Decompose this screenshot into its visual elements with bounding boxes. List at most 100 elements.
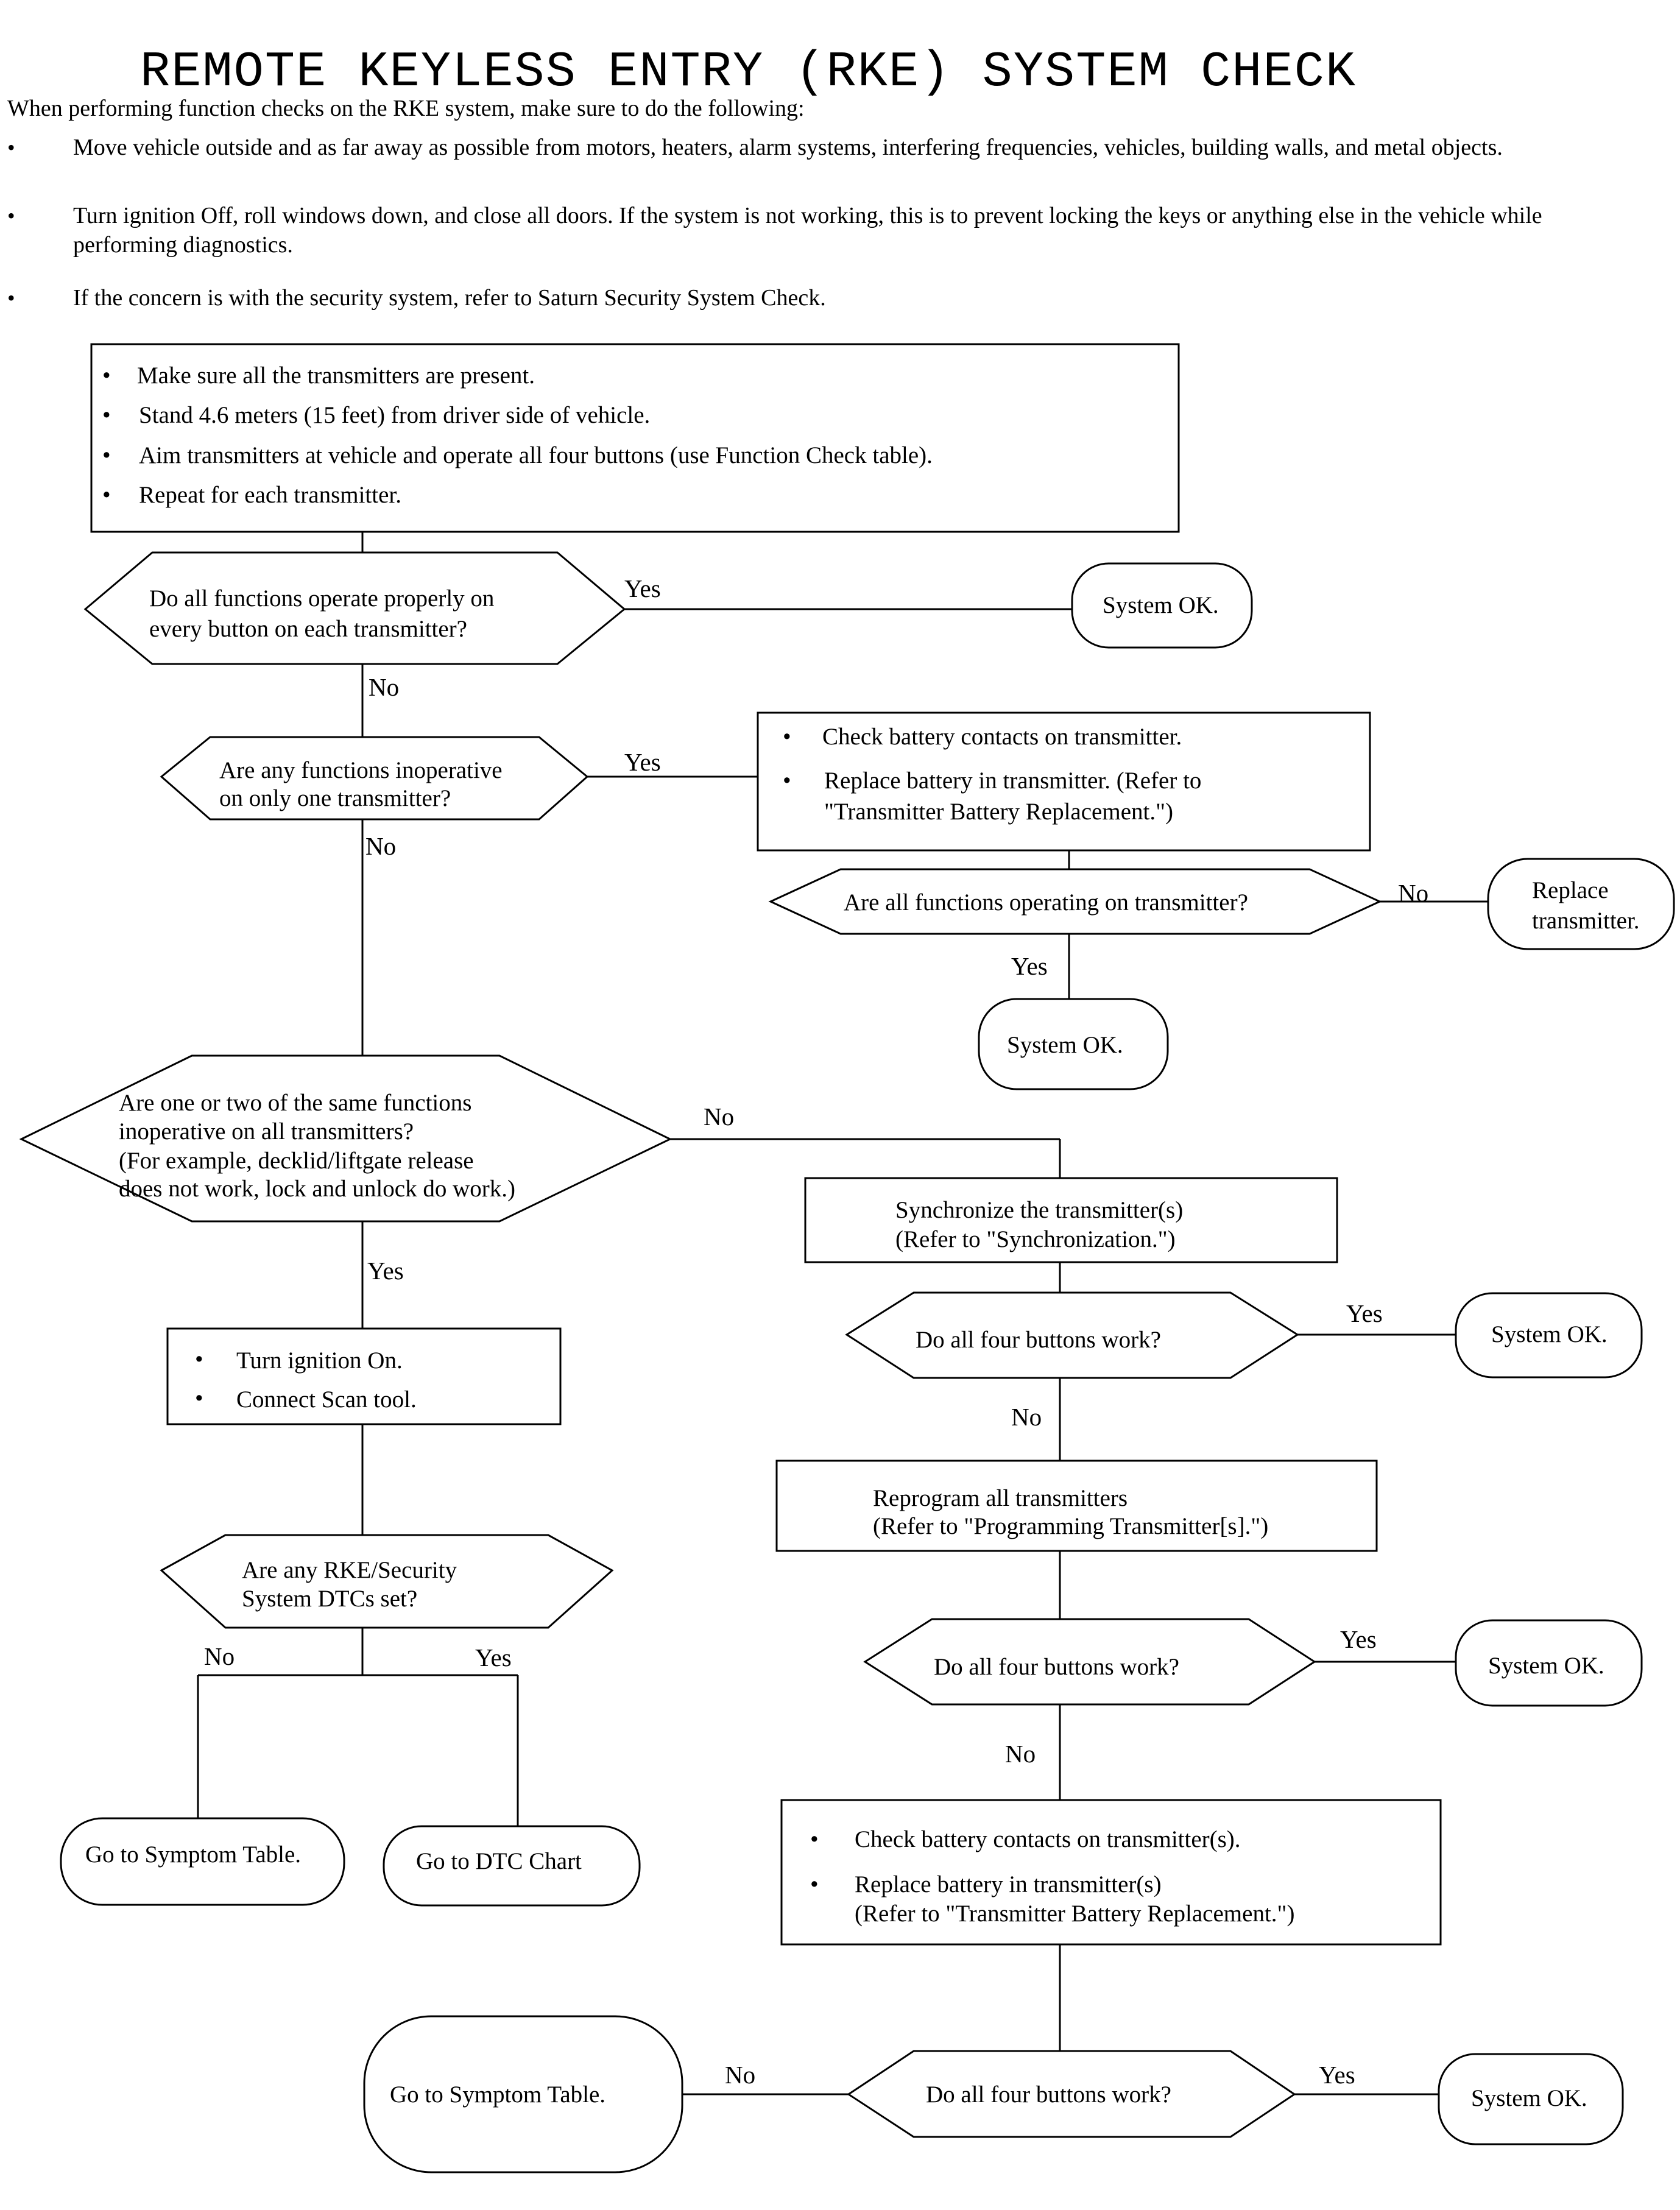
- intro-text: When performing function checks on the R…: [7, 96, 805, 121]
- decision-text: (For example, decklid/liftgate release: [119, 1148, 474, 1174]
- yes-label: Yes: [1340, 1625, 1377, 1653]
- system-ok-terminal: [1438, 2053, 1624, 2145]
- decision-text: Do all four buttons work?: [934, 1654, 1179, 1680]
- yes-label: Yes: [1011, 952, 1048, 980]
- system-ok-text: System OK.: [1488, 1653, 1604, 1679]
- yes-label: Yes: [624, 574, 661, 602]
- decision-four-buttons: [847, 2050, 1296, 2138]
- bullet-text: Turn ignition Off, roll windows down, an…: [73, 203, 1542, 258]
- reprogram-box: [775, 1460, 1378, 1552]
- no-label: No: [369, 673, 399, 701]
- decision-text: Do all four buttons work?: [926, 2081, 1171, 2108]
- labels: • Make sure all the transmitters are pre…: [85, 362, 1640, 2111]
- sync-text: Synchronize the transmitter(s): [895, 1197, 1183, 1223]
- decision-one-transmitter: [160, 736, 589, 821]
- decision-text: Are one or two of the same functions: [119, 1090, 471, 1116]
- bullet-dot: •: [195, 1385, 203, 1411]
- yes-label: Yes: [475, 1643, 512, 1672]
- no-label: No: [1005, 1740, 1036, 1768]
- ignition-box: [166, 1327, 562, 1425]
- no-label: No: [725, 2061, 755, 2089]
- bullet-text: Move vehicle outside and as far away as …: [73, 135, 1503, 160]
- replace-text: transmitter.: [1532, 908, 1640, 934]
- reprogram-text: (Refer to "Programming Transmitter[s]."): [873, 1513, 1268, 1539]
- yes-label: Yes: [1346, 1299, 1383, 1327]
- bullet-dot: •: [783, 768, 791, 794]
- decision-same-functions: [19, 1054, 672, 1223]
- system-ok-text: System OK.: [1103, 592, 1219, 618]
- system-ok-terminal: [1071, 562, 1253, 649]
- decision-four-buttons: [845, 1291, 1299, 1379]
- ignition-step: Connect Scan tool.: [236, 1386, 417, 1413]
- system-ok-terminal: [1455, 1619, 1643, 1707]
- yes-label: Yes: [624, 748, 661, 776]
- battery-step: "Transmitter Battery Replacement."): [824, 799, 1173, 825]
- no-label: No: [204, 1642, 235, 1670]
- bullet-dot: •: [7, 203, 15, 228]
- decision-text: on only one transmitter?: [219, 785, 451, 811]
- symptom-text: Go to Symptom Table.: [85, 1841, 301, 1868]
- symptom-table-terminal: [363, 2015, 683, 2173]
- ignition-step: Turn ignition On.: [236, 1347, 403, 1374]
- decision-all-functions: [83, 551, 626, 665]
- bullet-dot: •: [7, 286, 15, 310]
- dtc-chart-terminal: [383, 1825, 641, 1907]
- decision-text: System DTCs set?: [242, 1586, 417, 1612]
- decision-text: Do all four buttons work?: [916, 1327, 1161, 1353]
- decision-four-buttons: [863, 1618, 1316, 1706]
- system-ok-text: System OK.: [1491, 1321, 1608, 1347]
- decision-text: Are any functions inoperative: [219, 757, 503, 783]
- battery-step: Check battery contacts on transmitter(s)…: [855, 1826, 1241, 1852]
- bullet-dot: •: [102, 442, 111, 468]
- shapes: [19, 343, 1675, 2173]
- yes-label: Yes: [1319, 2061, 1355, 2089]
- bullet-dot: •: [102, 402, 111, 428]
- battery-step: Replace battery in transmitter. (Refer t…: [824, 768, 1201, 794]
- decision-text: inoperative on all transmitters?: [119, 1118, 414, 1145]
- bullet-dot: •: [195, 1346, 203, 1372]
- page-title: REMOTE KEYLESS ENTRY (RKE) SYSTEM CHECK: [140, 44, 1357, 101]
- no-label: No: [365, 832, 396, 860]
- start-step: Aim transmitters at vehicle and operate …: [139, 442, 933, 468]
- system-ok-terminal: [1455, 1292, 1643, 1379]
- system-ok-text: System OK.: [1007, 1032, 1123, 1058]
- replace-text: Replace: [1532, 877, 1609, 903]
- battery-step: (Refer to "Transmitter Battery Replaceme…: [855, 1901, 1294, 1927]
- decision-text: Are all functions operating on transmitt…: [844, 889, 1248, 916]
- bullet-dot: •: [783, 724, 791, 750]
- sync-text: (Refer to "Synchronization."): [895, 1226, 1176, 1252]
- decision-text: does not work, lock and unlock do work.): [119, 1176, 515, 1202]
- yes-label: Yes: [367, 1257, 404, 1285]
- no-label: No: [704, 1103, 734, 1131]
- replace-transmitter-terminal: [1487, 858, 1675, 950]
- connectors: [197, 532, 1488, 2095]
- bullet-dot: •: [7, 135, 15, 160]
- start-step: Make sure all the transmitters are prese…: [137, 362, 535, 389]
- decision-dtcs: [160, 1534, 614, 1629]
- decision-functions-operating: [768, 868, 1382, 935]
- system-ok-text: System OK.: [1471, 2085, 1587, 2111]
- start-step: Stand 4.6 meters (15 feet) from driver s…: [139, 402, 650, 428]
- reprogram-text: Reprogram all transmitters: [873, 1485, 1128, 1511]
- battery-box: [757, 711, 1371, 852]
- bullet-dot: •: [810, 1871, 819, 1898]
- start-box: [90, 343, 1180, 533]
- symptom-table-terminal: [60, 1817, 345, 1906]
- sync-box: [804, 1177, 1338, 1263]
- decision-text: every button on each transmitter?: [149, 616, 467, 642]
- bullet-dot: •: [102, 362, 111, 389]
- symptom-text: Go to Symptom Table.: [390, 2081, 605, 2108]
- battery-step: Check battery contacts on transmitter.: [822, 724, 1182, 750]
- start-step: Repeat for each transmitter.: [139, 482, 401, 508]
- no-label: No: [1398, 879, 1428, 907]
- decision-text: Do all functions operate properly on: [149, 585, 494, 612]
- dtc-chart-text: Go to DTC Chart: [416, 1848, 582, 1874]
- battery-step: Replace battery in transmitter(s): [855, 1871, 1162, 1898]
- no-label: No: [1011, 1403, 1042, 1431]
- bullet-dot: •: [102, 482, 111, 508]
- battery-box: [780, 1799, 1442, 1946]
- bullet-text: If the concern is with the security syst…: [73, 285, 826, 311]
- bullet-dot: •: [810, 1826, 819, 1852]
